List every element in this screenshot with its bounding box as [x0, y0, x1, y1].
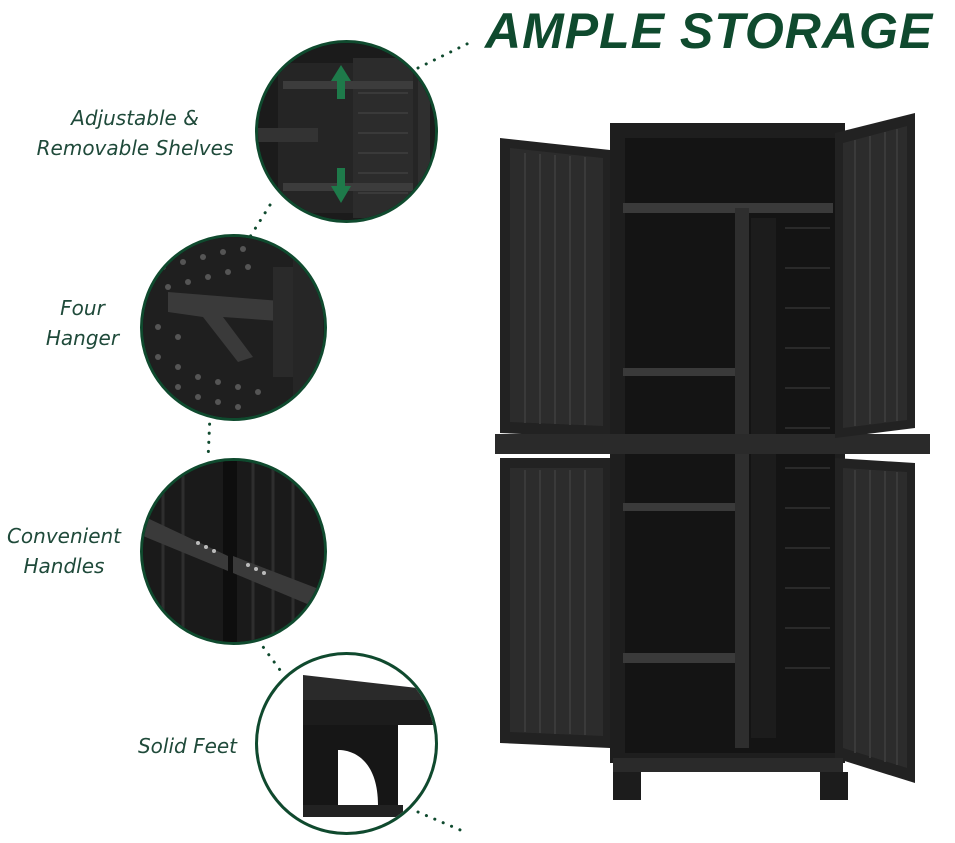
- feature-label-line: Hanger: [45, 326, 120, 350]
- hanger-detail-image: [140, 234, 327, 421]
- feet-detail-image: [255, 652, 438, 835]
- handles-detail-image: [140, 458, 327, 645]
- feature-label-feet: Solid Feet: [125, 731, 250, 761]
- feature-label-line: Convenient: [6, 524, 122, 548]
- shelves-detail-image: [255, 40, 438, 223]
- feature-label-line: Removable Shelves: [36, 136, 234, 160]
- feature-label-line: Handles: [23, 554, 105, 578]
- feature-label-handles: Convenient Handles: [0, 521, 128, 581]
- feature-label-line: Four: [60, 296, 105, 320]
- feature-label-line: Solid Feet: [137, 734, 238, 758]
- feature-label-shelves: Adjustable & Removable Shelves: [20, 103, 250, 163]
- heading: AMPLE STORAGE: [485, 3, 934, 59]
- feature-label-line: Adjustable &: [71, 106, 199, 130]
- feature-label-hanger: Four Hanger: [20, 293, 145, 353]
- storage-cabinet-image: [495, 113, 930, 800]
